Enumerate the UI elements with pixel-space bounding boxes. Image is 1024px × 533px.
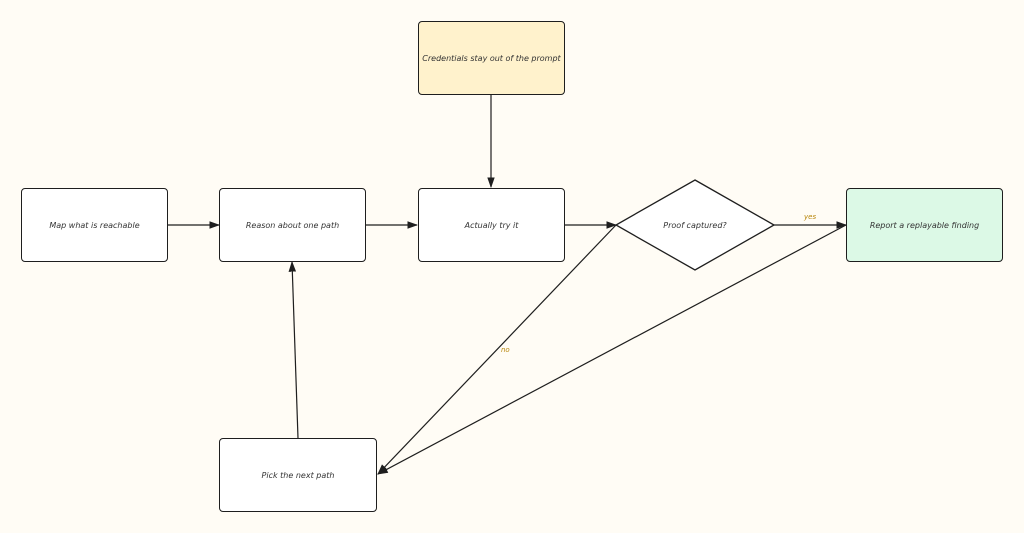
edge-report-to-pick	[377, 224, 847, 475]
node-credentials: Credentials stay out of the prompt	[418, 21, 565, 95]
node-map: Map what is reachable	[21, 188, 168, 262]
node-proof: Proof captured?	[616, 180, 774, 270]
decision-diamond	[614, 179, 776, 271]
node-try-label: Actually try it	[464, 220, 519, 230]
node-reason: Reason about one path	[219, 188, 366, 262]
node-credentials-label: Credentials stay out of the prompt	[422, 53, 561, 63]
edge-label-no: no	[501, 346, 510, 354]
node-reason-label: Reason about one path	[245, 220, 340, 230]
edge-label-yes: yes	[804, 213, 817, 221]
node-map-label: Map what is reachable	[49, 220, 140, 230]
node-report-label: Report a replayable finding	[869, 220, 980, 230]
node-proof-label: Proof captured?	[663, 220, 727, 230]
node-pick-label: Pick the next path	[261, 470, 335, 480]
edge-proof-to-pick	[377, 224, 617, 475]
edge-pick-to-reason	[288, 260, 299, 439]
node-pick: Pick the next path	[219, 438, 377, 512]
node-try: Actually try it	[418, 188, 565, 262]
node-report: Report a replayable finding	[846, 188, 1003, 262]
